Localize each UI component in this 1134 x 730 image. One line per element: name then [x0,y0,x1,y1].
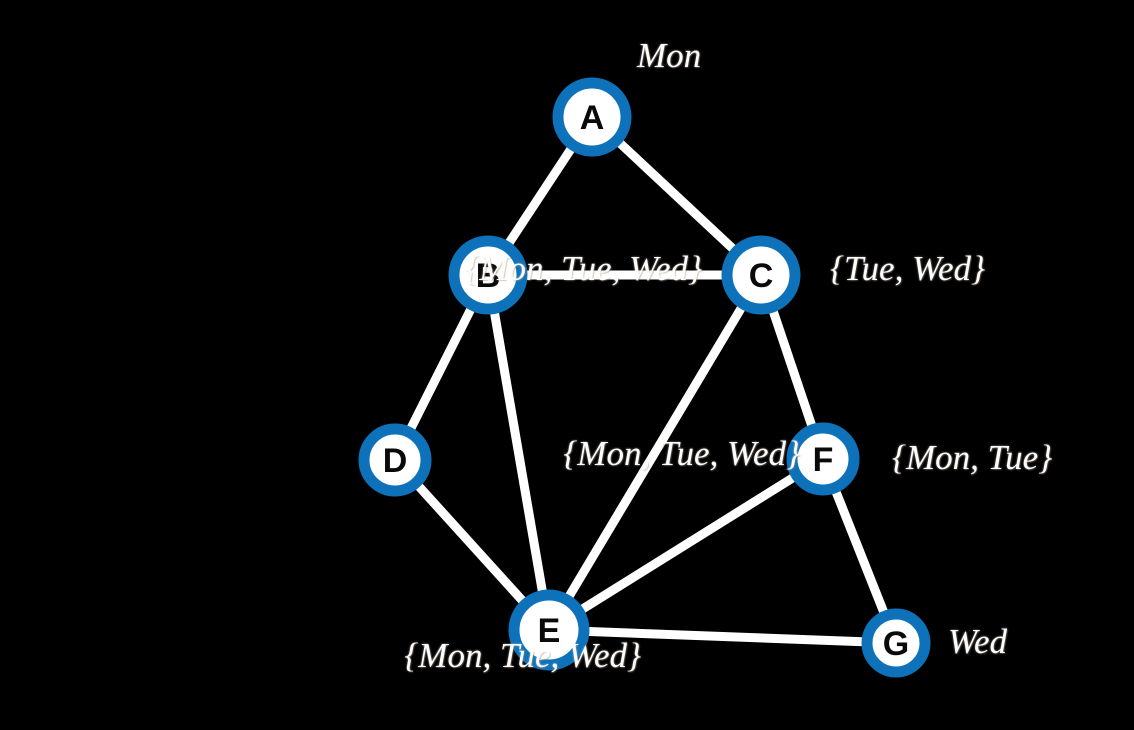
domain-label-b: {Mon, Tue, Wed} [465,249,702,288]
node-circle-e [508,589,590,671]
domain-label-e: {Mon, Tue, Wed} [404,636,641,675]
node-label-a: A [580,99,605,137]
domain-label-a: Mon [637,36,702,75]
node-label-f: F [813,441,834,479]
domain-label-g: Wed [948,622,1007,661]
node-label-d: D [383,442,408,480]
node-circle-g [861,608,931,678]
edge-e-f [544,454,828,635]
domain-label-c: {Tue, Wed} [830,249,986,288]
node-label-g: G [883,625,909,663]
node-g[interactable]: G [861,608,931,678]
nodes-layer: A B C D E F G [358,77,931,678]
node-d[interactable]: D [358,423,432,497]
edge-c-e [544,270,766,635]
node-circle-f [786,422,860,496]
domain-label-f: {Mon, Tue} [892,438,1053,477]
node-label-c: C [749,257,774,295]
node-circle-b [448,235,528,315]
node-circle-a [552,77,632,157]
node-label-b: B [476,257,501,295]
node-circle-d [358,423,432,497]
node-e[interactable]: E [508,589,590,671]
node-a[interactable]: A [552,77,632,157]
node-c[interactable]: C [721,235,801,315]
node-label-e: E [538,612,561,650]
edge-b-e [483,270,554,635]
node-circle-c [721,235,801,315]
node-b[interactable]: B [448,235,528,315]
edge-e-g [544,625,901,648]
node-f[interactable]: F [786,422,860,496]
edges-layer [390,112,901,648]
domain-label-d: {Mon, Tue, Wed} [563,434,800,473]
